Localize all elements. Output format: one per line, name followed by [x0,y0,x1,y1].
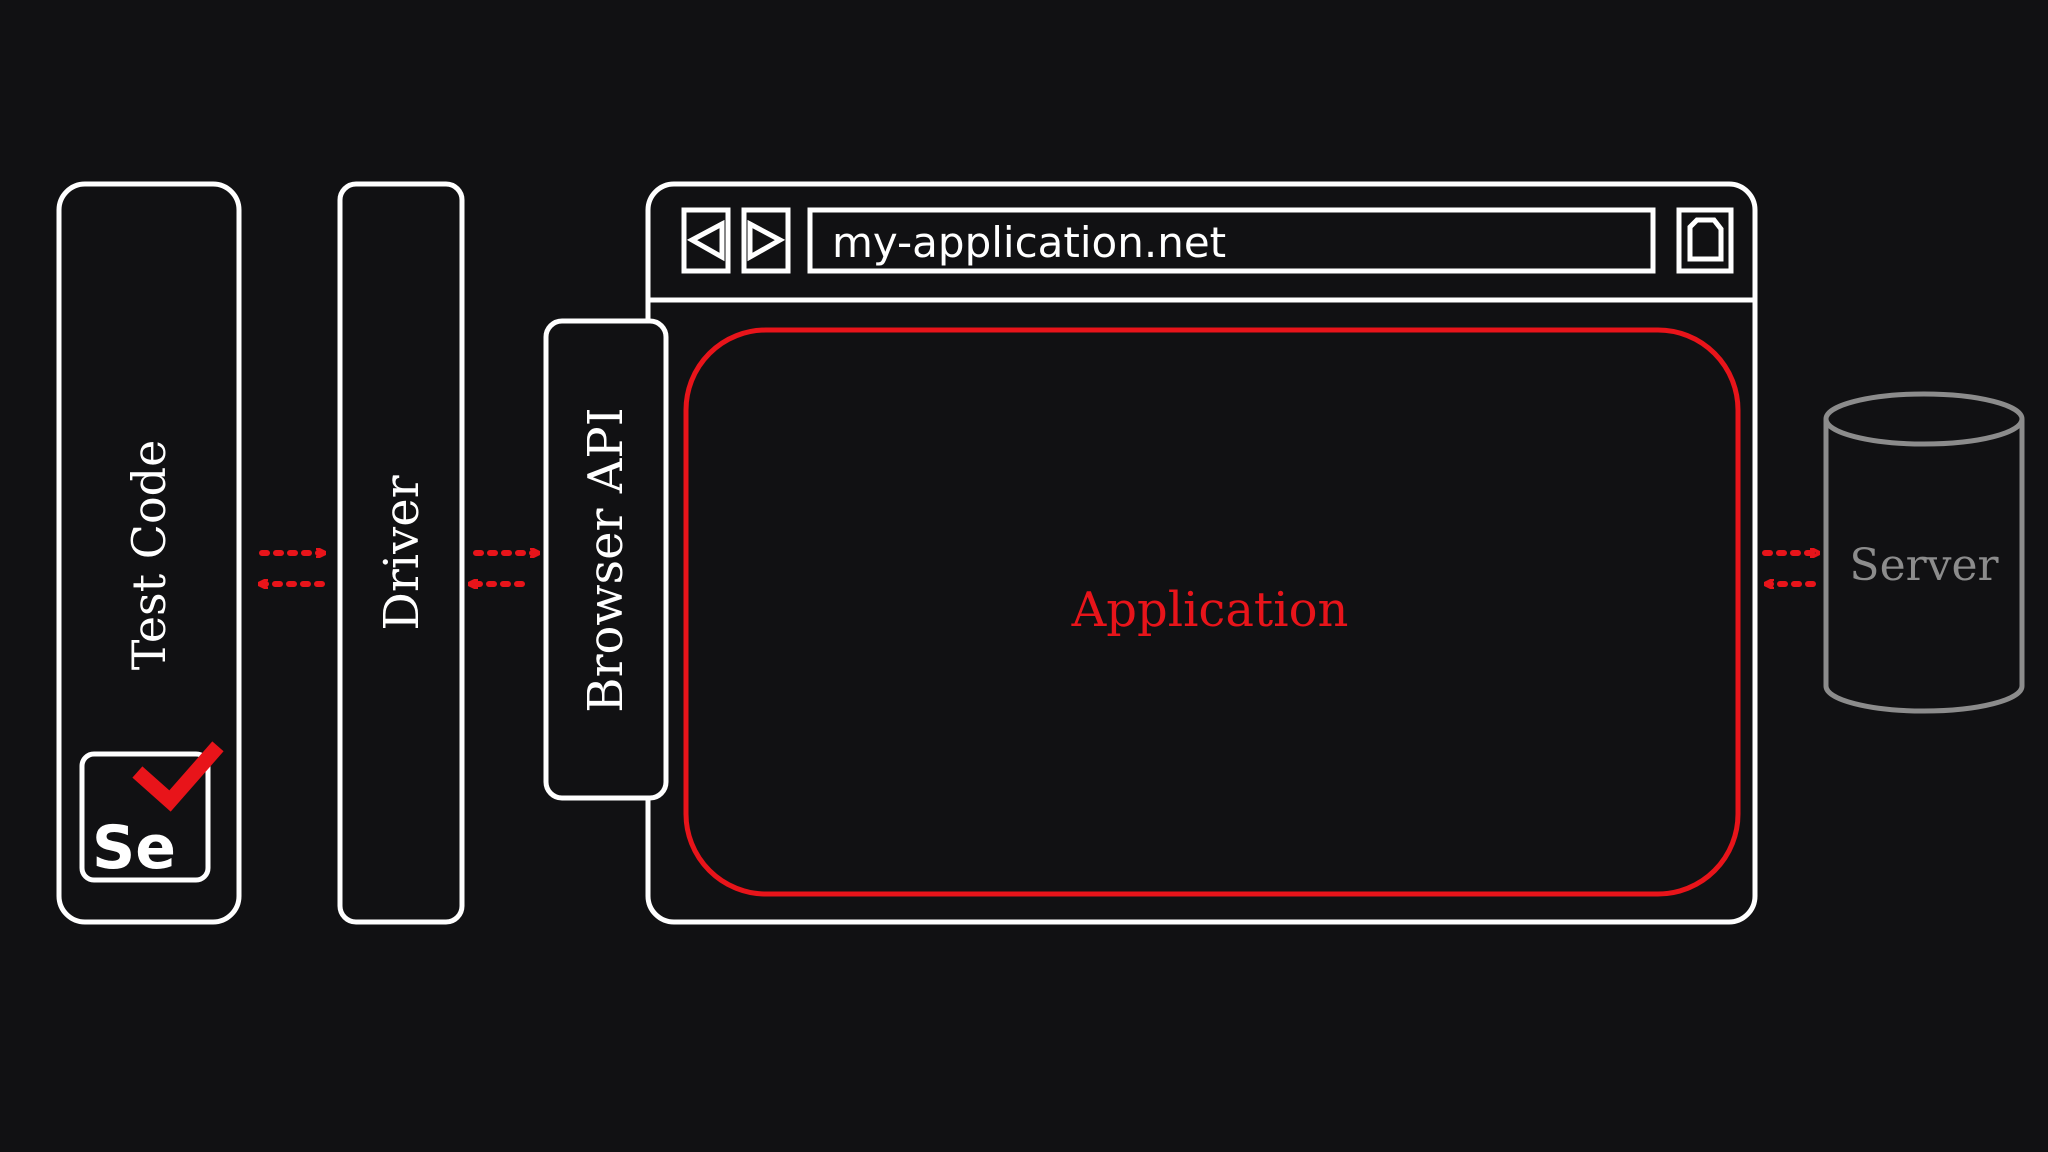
address-bar[interactable]: my-application.net [807,207,1656,274]
page-button[interactable] [1676,207,1734,274]
test-code-box: Test Code Se [56,181,242,925]
url-text: my-application.net [832,218,1226,267]
selenium-logo: Se [79,741,224,883]
application-label: Application [1071,582,1349,638]
arrows-driver-browserapi [472,553,536,584]
triangle-left-icon [686,219,725,262]
driver-box: Driver [337,181,465,925]
arrows-testcode-driver [262,553,322,584]
browser-window: my-application.net Application [645,181,1758,925]
checkmark-icon [132,741,224,812]
driver-label: Driver [374,475,430,630]
document-icon [1687,217,1724,262]
forward-button[interactable] [741,207,791,274]
test-code-label: Test Code [122,440,176,671]
cylinder-top [1823,391,2025,447]
server-label: Server [1849,540,1999,591]
browser-api-label: Browser API [578,407,634,712]
cylinder-body [1823,419,2025,714]
arrows-browser-server [1762,553,1816,584]
server-cylinder: Server [1823,391,2025,714]
back-button[interactable] [681,207,731,274]
selenium-logo-text: Se [92,813,176,883]
browser-api-box: Browser API [543,318,669,801]
triangle-right-icon [747,219,786,262]
application-area: Application [683,327,1741,897]
